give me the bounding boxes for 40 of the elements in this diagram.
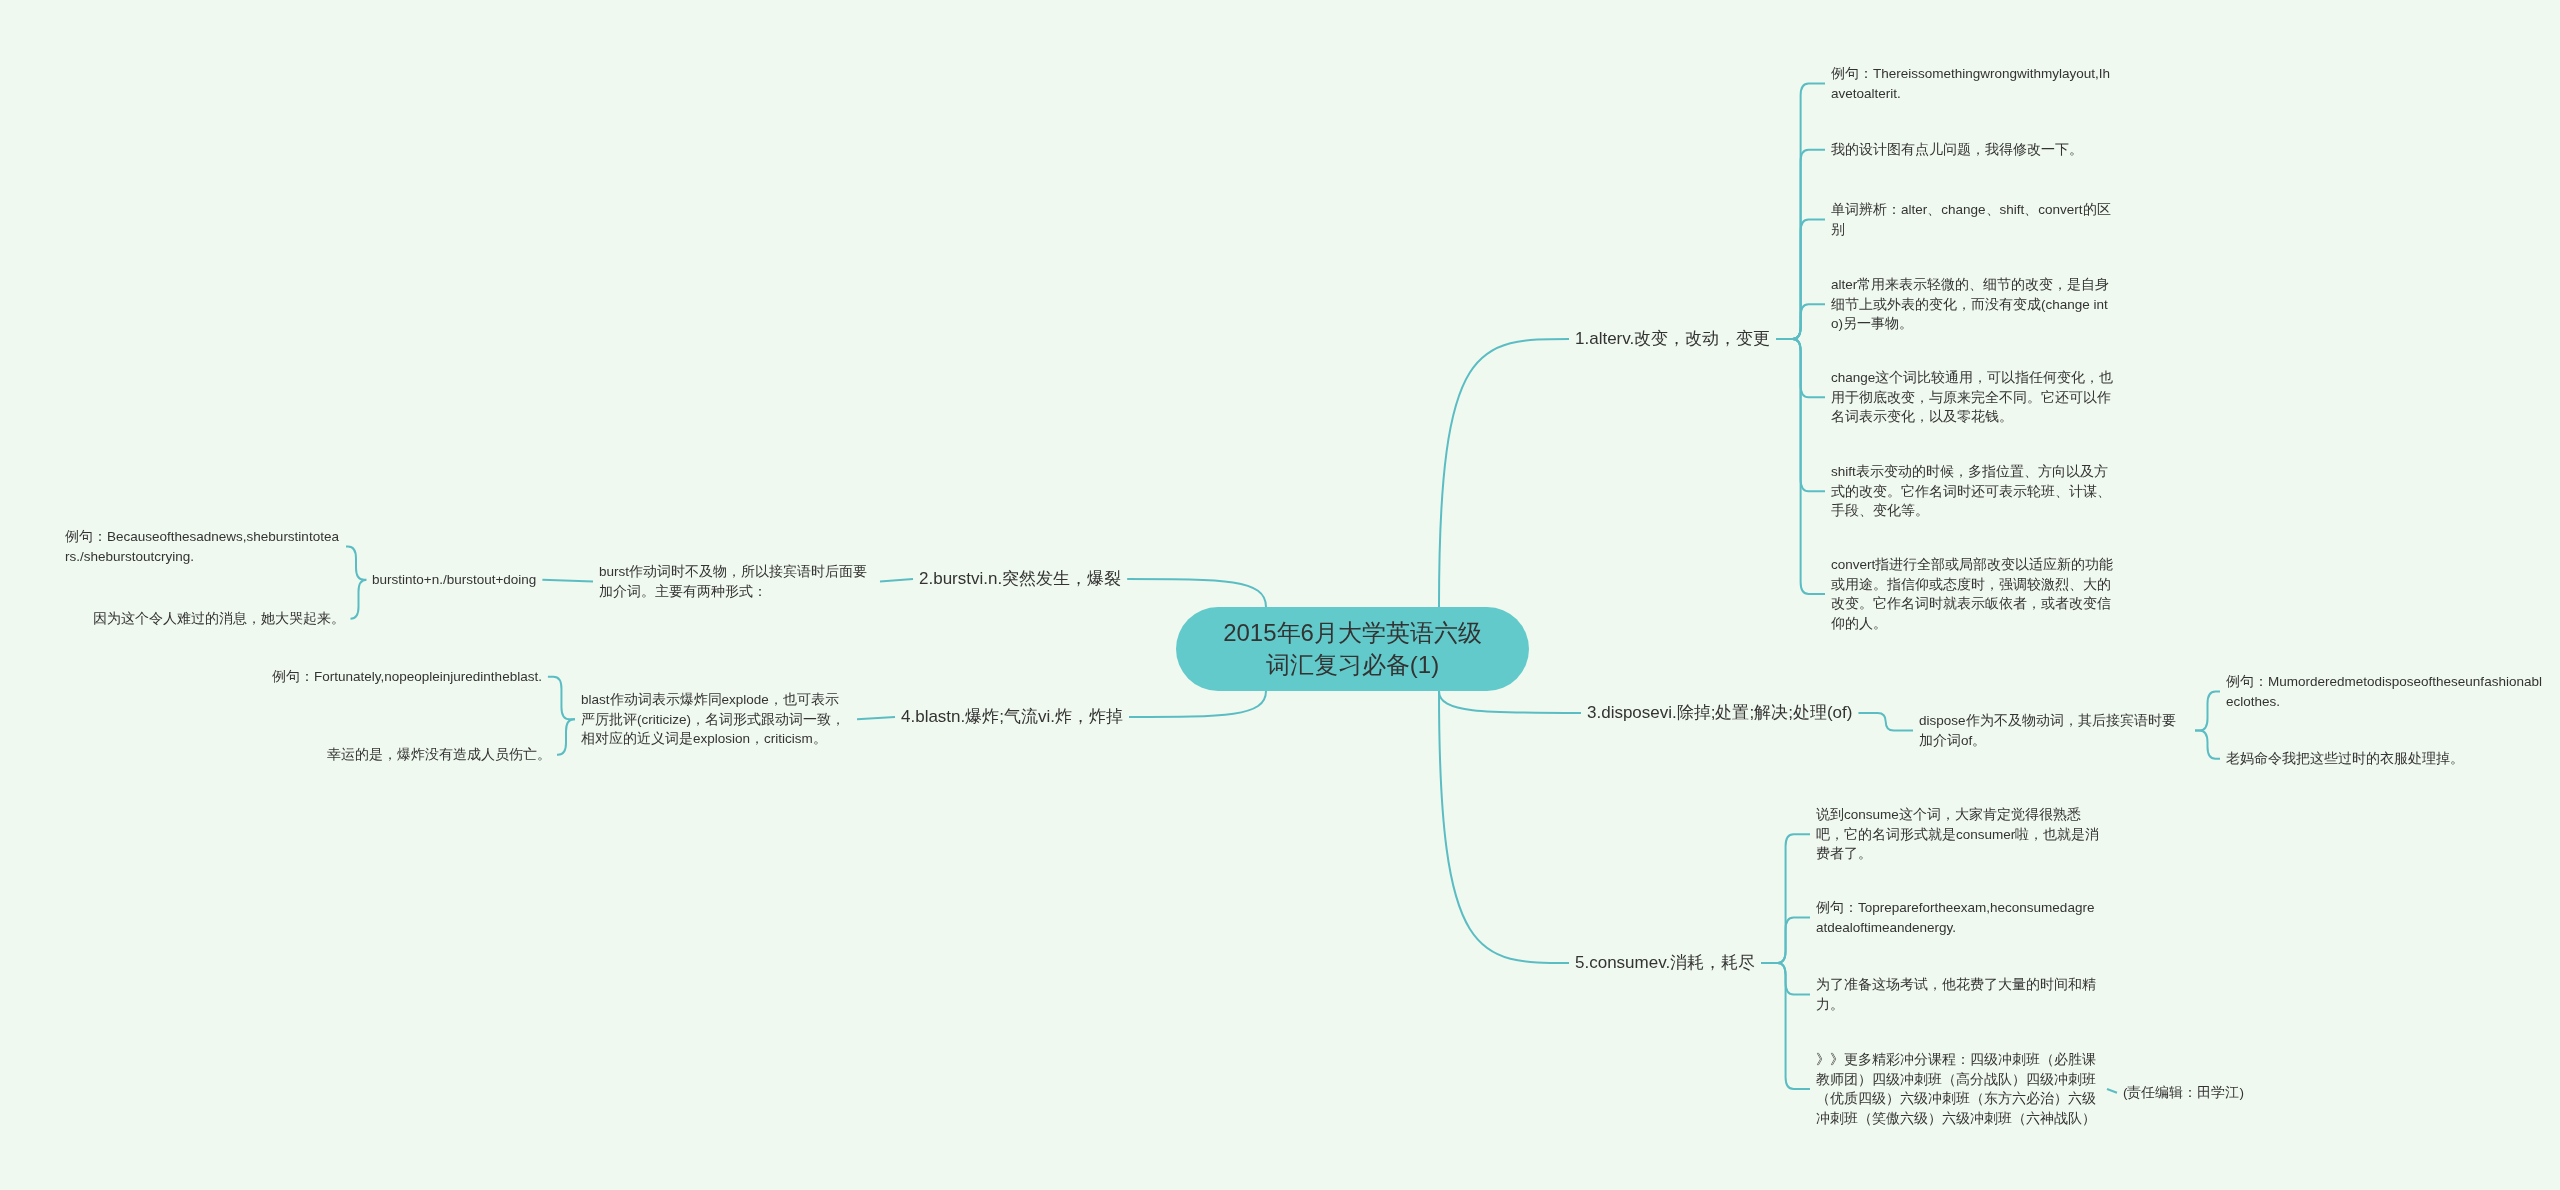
branch-line (1438, 690, 1570, 964)
branch-topic: 3.disposevi.除掉;处置;解决;处理(of) (1587, 702, 1853, 724)
subtopic-text: shift表示变动的时候，多指位置、方向以及方式的改变。它作名词时还可表示轮班、计谋、手段、变化等。 (1831, 462, 2116, 521)
branch-topic: 4.blastn.爆炸;气流vi.炸，炸掉 (901, 706, 1123, 728)
subtopic-text: 例句：Becauseofthesadnews,sheburstintotears./sheburstoutcrying. (65, 527, 340, 566)
branch-line (1126, 578, 1267, 608)
subtopic-text: dispose作为不及物动词，其后接宾语时要加介词of。 (1919, 711, 2189, 750)
branch-line (856, 716, 896, 721)
branch-line (541, 578, 594, 583)
branch-line (879, 578, 914, 583)
subtopic-text: 我的设计图有点儿问题，我得修改一下。 (1831, 140, 2083, 160)
subtopic-text: burstinto+n./burstout+doing (372, 570, 537, 590)
branch-topic: 1.alterv.改变，改动，变更 (1575, 328, 1771, 350)
branch-line (2194, 729, 2221, 760)
branch-line (1438, 338, 1570, 608)
branch-line (556, 718, 576, 756)
branch-topic: 5.consumev.消耗，耗尽 (1575, 952, 1756, 974)
subtopic-text: alter常用来表示轻微的、细节的改变，是自身细节上或外表的变化，而没有变成(change into)另一事物。 (1831, 275, 2116, 334)
subtopic-text: 例句：Topreparefortheexam,heconsumedagreatdealoftimeandenergy. (1816, 898, 2101, 937)
subtopic-text: (责任编辑：田学江) (2123, 1083, 2244, 1103)
subtopic-text: 因为这个令人难过的消息，她大哭起来。 (93, 609, 345, 629)
branch-line (1857, 712, 1914, 732)
subtopic-text: 例句：Mumorderedmetodisposeoftheseunfashionableclothes. (2226, 672, 2546, 711)
subtopic-text: burst作动词时不及物，所以接宾语时后面要加介词。主要有两种形式： (599, 562, 874, 601)
subtopic-text: 说到consume这个词，大家肯定觉得很熟悉吧，它的名词形式就是consumer啦，也就是消费者了。 (1816, 805, 2101, 864)
branch-line (1128, 690, 1267, 718)
subtopic-text: 为了准备这场考试，他花费了大量的时间和精力。 (1816, 975, 2101, 1014)
subtopic-text: 幸运的是，爆炸没有造成人员伤亡。 (327, 745, 551, 765)
subtopic-text: 例句：Fortunately,nopeopleinjuredintheblast. (272, 667, 542, 687)
subtopic-text: 单词辨析：alter、change、shift、convert的区别 (1831, 200, 2116, 239)
subtopic-text: convert指进行全部或局部改变以适应新的功能或用途。指信仰或态度时，强调较激烈、大的改变。它作名词时就表示皈依者，或者改变信仰的人。 (1831, 555, 2116, 633)
subtopic-text: 老妈命令我把这些过时的衣服处理掉。 (2226, 749, 2464, 769)
branch-topic: 2.burstvi.n.突然发生，爆裂 (919, 568, 1122, 590)
subtopic-text: 例句：Thereissomethingwrongwithmylayout,Ihavetoalterit. (1831, 64, 2116, 103)
subtopic-text: 》》更多精彩冲分课程：四级冲刺班（必胜课教师团）四级冲刺班（高分战队）四级冲刺班（优质四级）六级冲刺班（东方六必治）六级冲刺班（笑傲六级）六级冲刺班（六神战队） (1816, 1050, 2101, 1128)
subtopic-text: change这个词比较通用，可以指任何变化，也用于彻底改变，与原来完全不同。它还可以作名词表示变化，以及零花钱。 (1831, 368, 2116, 427)
subtopic-text: blast作动词表示爆炸同explode，也可表示严厉批评(criticize)，名词形式跟动词一致，相对应的近义词是explosion，criticism。 (581, 690, 851, 749)
branch-line (349, 578, 368, 620)
central-topic: 2015年6月大学英语六级词汇复习必备(1) (1176, 607, 1529, 691)
branch-line (2106, 1088, 2118, 1094)
